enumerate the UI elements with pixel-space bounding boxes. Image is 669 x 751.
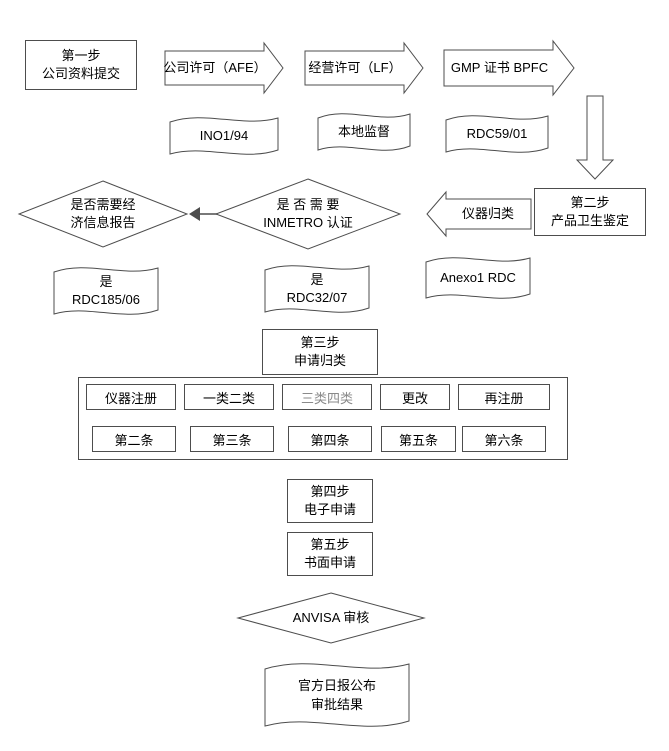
- class-box-article5: 第五条: [381, 426, 456, 452]
- class-box-label: 更改: [401, 390, 428, 406]
- class-box-instrument-registration: 仪器注册: [86, 384, 176, 410]
- step3-title: 第三步: [300, 334, 340, 350]
- document-wave-icon: [425, 257, 531, 299]
- doc-rdc18506: 是 RDC185/06: [52, 262, 160, 320]
- doc-rdc3207: 是 RDC32/07: [263, 260, 371, 318]
- class-box-class1-2: 一类二类: [184, 384, 274, 410]
- step2-title: 第二步: [570, 194, 610, 210]
- arrow-gmp: GMP 证书 BPFC: [443, 39, 576, 97]
- block-arrow-right-icon: [443, 39, 575, 97]
- class-box-label: 仪器注册: [104, 390, 157, 406]
- step3-box: 第三步 申请归类: [262, 329, 378, 375]
- document-wave-icon: [169, 117, 279, 155]
- document-wave-icon: [264, 265, 370, 313]
- doc-anexo1-rdc: Anexo1 RDC: [424, 252, 532, 304]
- diamond-inmetro: 是 否 需 要 INMETRO 认证: [214, 178, 402, 250]
- class-box-article2: 第二条: [92, 426, 176, 452]
- doc-rdc5901: RDC59/01: [444, 110, 550, 158]
- class-box-label: 第二条: [114, 432, 154, 448]
- class-box-article3: 第三条: [190, 426, 274, 452]
- step5-subtitle: 书面申请: [303, 555, 356, 570]
- class-box-label: 一类二类: [202, 390, 255, 406]
- step5-box: 第五步 书面申请: [287, 532, 373, 576]
- class-box-label: 第三条: [212, 432, 252, 448]
- arrow-lf: 经营许可（LF）: [304, 41, 424, 95]
- doc-official-gazette: 官方日报公布 审批结果: [263, 657, 411, 734]
- class-box-reregistration: 再注册: [458, 384, 550, 410]
- class-box-label: 第六条: [484, 432, 524, 448]
- document-wave-icon: [53, 267, 159, 315]
- step5-title: 第五步: [310, 536, 350, 552]
- step2-subtitle: 产品卫生鉴定: [550, 213, 629, 228]
- class-box-article6: 第六条: [462, 426, 546, 452]
- arrowhead-left-icon: [189, 207, 217, 221]
- class-box-article4: 第四条: [288, 426, 372, 452]
- block-arrow-left-icon: [426, 190, 532, 238]
- document-wave-icon: [264, 663, 410, 727]
- block-arrow-right-icon: [164, 41, 284, 95]
- step1-title: 第一步: [61, 47, 101, 63]
- class-box-label: 再注册: [484, 390, 524, 406]
- connector-left-arrow: [189, 205, 217, 223]
- block-arrow-right-icon: [304, 41, 424, 95]
- diamond-icon: [236, 592, 426, 644]
- document-wave-icon: [445, 115, 549, 153]
- arrow-afe: 公司许可（AFE）: [163, 41, 284, 95]
- arrow-instrument-classification: 仪器归类: [426, 190, 532, 238]
- step4-subtitle: 电子申请: [303, 502, 356, 517]
- down-arrow: [575, 95, 615, 180]
- class-box-change: 更改: [380, 384, 450, 410]
- step1-subtitle: 公司资料提交: [41, 66, 120, 81]
- diamond-anvisa-review: ANVISA 审核: [236, 592, 426, 644]
- class-box-label: 三类四类: [300, 390, 353, 406]
- class-box-class3-4: 三类四类: [282, 384, 372, 410]
- diamond-icon: [17, 180, 189, 248]
- step2-box: 第二步 产品卫生鉴定: [534, 188, 646, 236]
- step4-title: 第四步: [310, 483, 350, 499]
- doc-local-supervision: 本地监督: [316, 108, 412, 156]
- step1-box: 第一步 公司资料提交: [25, 40, 137, 90]
- doc-ino194: INO1/94: [168, 112, 280, 160]
- block-arrow-down-icon: [575, 95, 615, 180]
- class-box-label: 第五条: [398, 432, 438, 448]
- document-wave-icon: [317, 113, 411, 151]
- diamond-economic-report: 是否需要经 济信息报告: [17, 180, 189, 248]
- class-box-label: 第四条: [310, 432, 350, 448]
- diamond-icon: [214, 178, 402, 250]
- step4-box: 第四步 电子申请: [287, 479, 373, 523]
- step3-subtitle: 申请归类: [293, 353, 346, 368]
